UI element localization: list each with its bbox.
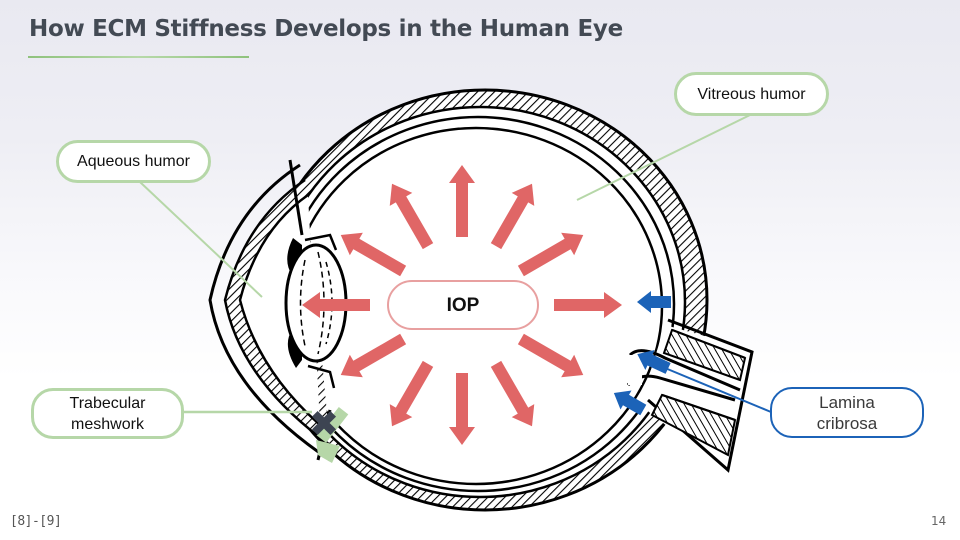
pressure-arrow [490,183,535,250]
x-icon [311,410,337,436]
iop-label: IOP [387,280,539,330]
pressure-arrow [302,292,370,318]
lamina-cribrosa-text-1: Lamina [819,392,875,412]
lamina-arrows [613,291,671,416]
title-underline [28,56,249,58]
aqueous-humor-leader [139,181,263,298]
pressure-arrow [340,333,407,378]
aqueous-humor-label: Aqueous humor [56,140,211,183]
pressure-arrow [449,373,475,445]
trabecular-meshwork-label: Trabecular meshwork [31,388,184,439]
vitreous-humor-label: Vitreous humor [674,72,829,116]
lamina-cribrosa-label: Lamina cribrosa [770,387,924,438]
cornea [208,159,332,462]
pressure-arrow [490,360,535,427]
pressure-arrow [517,333,584,378]
trabecular-meshwork-text-1: Trabecular [69,394,146,412]
pressure-arrow [340,232,407,277]
pressure-arrows [302,165,622,445]
pressure-arrow [449,165,475,237]
pressure-arrow [517,232,584,277]
references: [8]-[9] [10,514,62,529]
lamina-cribrosa-text-2: cribrosa [816,413,878,433]
aqueous-humor-text: Aqueous humor [77,153,190,170]
lamina-arrow [613,390,647,416]
page-number: 14 [931,514,947,528]
pressure-arrow [389,183,434,250]
vitreous-humor-leader [576,114,751,201]
pressure-arrow [389,360,434,427]
lamina-cribrosa-leader [664,367,772,413]
trabecular-meshwork-text-2: meshwork [71,415,144,433]
outflow-arrow [316,406,349,463]
iop-text: IOP [446,294,480,316]
pressure-arrow [554,292,622,318]
vitreous-humor-text: Vitreous humor [697,85,806,103]
lamina-arrow [637,350,671,374]
slide-title: How ECM Stiffness Develops in the Human … [29,16,623,42]
lamina-arrow [637,291,671,313]
